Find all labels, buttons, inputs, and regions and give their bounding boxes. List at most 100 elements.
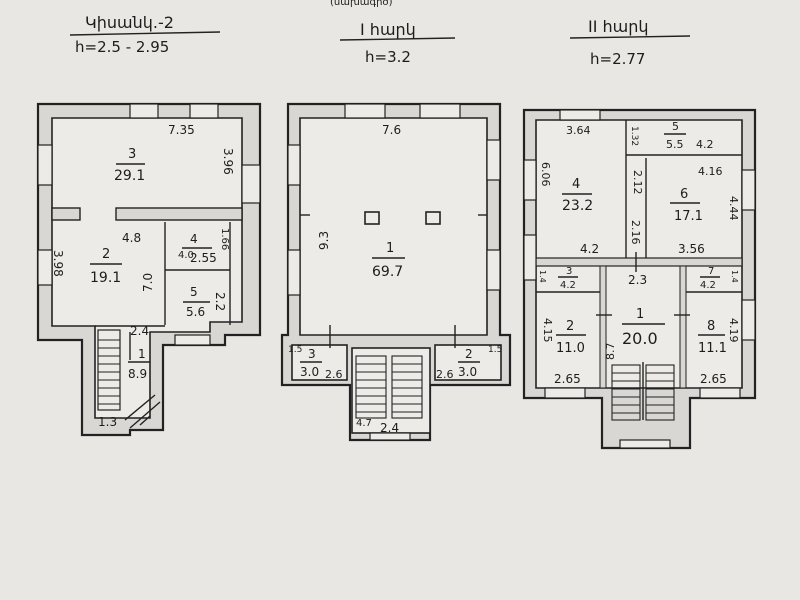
plan-height: h=2.5 - 2.95 bbox=[75, 38, 169, 56]
window bbox=[523, 159, 537, 201]
dimension-label: 4.16 bbox=[698, 165, 723, 178]
room-area: 20.0 bbox=[622, 329, 658, 348]
partition-wall bbox=[535, 257, 743, 267]
room-number: 2 bbox=[102, 247, 110, 262]
room-area: 8.9 bbox=[128, 367, 147, 381]
partition-wall bbox=[599, 265, 607, 389]
dimension-label: 3.98 bbox=[51, 250, 65, 277]
dimension-label: 1.4 bbox=[538, 270, 547, 283]
window bbox=[287, 144, 301, 186]
dimension-label: 4.0 bbox=[178, 250, 194, 261]
window bbox=[486, 249, 501, 291]
window bbox=[344, 103, 386, 119]
column bbox=[364, 211, 380, 225]
dimension-label: 4.7 bbox=[356, 418, 372, 429]
room-number: 8 bbox=[707, 319, 715, 334]
dimension-label: 2.12 bbox=[631, 170, 644, 195]
dimension-label: 8.7 bbox=[604, 343, 617, 361]
window bbox=[241, 164, 261, 204]
dimension-label: 3.56 bbox=[678, 242, 705, 256]
interior bbox=[51, 117, 243, 419]
dimension-label: 1.66 bbox=[219, 228, 230, 250]
dimension-label: 1.32 bbox=[629, 126, 639, 146]
dimension-label: 2.3 bbox=[628, 273, 647, 287]
dimension-label: 2.6 bbox=[436, 368, 454, 381]
room-area: 2.55 bbox=[190, 251, 217, 265]
window bbox=[559, 109, 601, 121]
window bbox=[741, 299, 756, 341]
window bbox=[544, 387, 586, 399]
room-area: 69.7 bbox=[372, 264, 403, 280]
dimension-label: 2.2 bbox=[213, 292, 227, 311]
window bbox=[419, 103, 461, 119]
dimension-label: 2.4 bbox=[380, 421, 399, 435]
room-number: 2 bbox=[566, 319, 574, 334]
room-number: 6 bbox=[680, 187, 688, 202]
room-area: 5.6 bbox=[186, 305, 205, 319]
dimension-label: 1.3 bbox=[98, 415, 117, 429]
window bbox=[189, 103, 219, 119]
interior bbox=[299, 117, 488, 336]
room-number: 5 bbox=[190, 285, 198, 299]
room-area: 5.5 bbox=[666, 138, 684, 151]
plan-basement: Կիսանկ.-2 h=2.5 - 2.95 bbox=[36, 13, 262, 437]
staircase bbox=[355, 355, 423, 419]
dimension-label: 1.4 bbox=[730, 270, 739, 283]
window bbox=[741, 169, 756, 211]
window bbox=[37, 249, 53, 286]
room-number: 1 bbox=[636, 307, 644, 322]
window bbox=[287, 249, 301, 296]
room-number: 1 bbox=[138, 347, 146, 361]
window bbox=[486, 139, 501, 181]
window bbox=[369, 432, 411, 441]
room-area: 3.0 bbox=[300, 365, 319, 379]
room-area: 23.2 bbox=[562, 198, 593, 214]
window bbox=[174, 334, 211, 346]
room-area: 4.2 bbox=[700, 280, 716, 291]
column bbox=[425, 211, 441, 225]
dimension-label: 1.5 bbox=[488, 345, 502, 355]
dimension-label: 3.96 bbox=[221, 148, 235, 175]
room-number: 2 bbox=[465, 347, 473, 361]
plan-title: Կիսանկ.-2 bbox=[85, 13, 174, 32]
title-underline bbox=[569, 35, 691, 39]
window bbox=[37, 144, 53, 186]
window bbox=[523, 234, 537, 281]
title-underline bbox=[339, 37, 456, 41]
plan-title: II հարկ bbox=[588, 17, 649, 36]
dimension-label: 2.16 bbox=[629, 220, 642, 245]
dimension-label: 1.5 bbox=[288, 345, 302, 355]
dimension-label: 4.15 bbox=[541, 318, 554, 343]
dimension-label: 7.6 bbox=[382, 123, 401, 137]
dimension-label: 2.65 bbox=[700, 372, 727, 386]
partition-wall bbox=[679, 265, 687, 389]
room-area: 29.1 bbox=[114, 168, 145, 184]
dimension-label: 4.2 bbox=[696, 138, 714, 151]
room-area: 4.2 bbox=[560, 280, 576, 291]
dimension-label: 4.19 bbox=[727, 318, 740, 343]
dimension-label: 4.44 bbox=[727, 196, 740, 221]
plan-height: h=2.77 bbox=[590, 50, 645, 68]
interior bbox=[535, 119, 743, 389]
room-area: 11.1 bbox=[698, 341, 727, 356]
partition-wall bbox=[115, 207, 243, 221]
window bbox=[129, 103, 159, 119]
plan-second-floor: II հարկ h=2.77 bbox=[522, 17, 757, 450]
dimension-label: 7.0 bbox=[141, 273, 155, 292]
room-area: 11.0 bbox=[556, 341, 585, 356]
room-number: 5 bbox=[672, 120, 679, 133]
window bbox=[619, 439, 671, 449]
staircase bbox=[97, 329, 161, 429]
plan-title: I հարկ bbox=[360, 20, 416, 39]
room-number: 7 bbox=[708, 266, 714, 277]
dimension-label: 2.65 bbox=[554, 372, 581, 386]
dimension-label: 4.2 bbox=[580, 242, 599, 256]
plan-first-floor: I հարկ h=3.2 bbox=[280, 20, 512, 442]
room-area: 3.0 bbox=[458, 365, 477, 379]
window bbox=[699, 387, 741, 399]
stair-hall bbox=[351, 347, 431, 434]
dimension-label: 2.6 bbox=[325, 368, 343, 381]
partition-wall bbox=[51, 207, 81, 221]
